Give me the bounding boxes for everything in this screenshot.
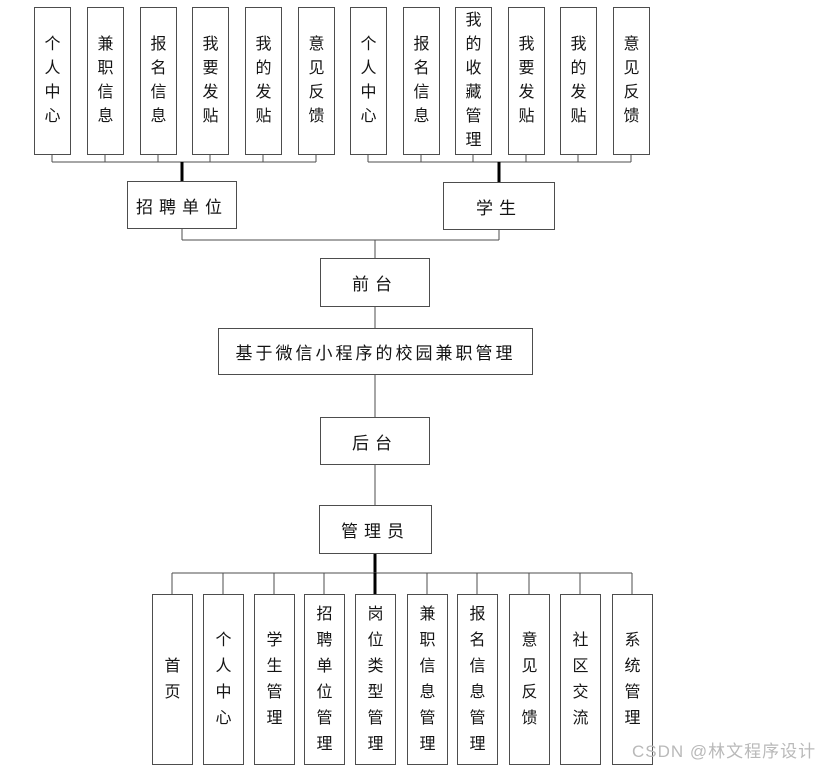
recruiter-signup-info: 报名信息 (140, 7, 177, 155)
csdn-watermark: CSDN @林文程序设计 (632, 742, 817, 761)
admin-recruiter-management: 招聘单位管理 (304, 594, 345, 765)
admin-personal-center: 个人中心 (203, 594, 244, 765)
recruiter-feedback: 意见反馈 (298, 7, 335, 155)
student-personal-center-label: 个人中心 (360, 36, 377, 125)
recruiter-my-posts-label: 我的发贴 (255, 36, 272, 125)
student-favorites-management-label: 我的收藏管理 (465, 12, 482, 149)
recruiter-personal-center-label: 个人中心 (44, 36, 61, 125)
recruiter-personal-center: 个人中心 (34, 7, 71, 155)
admin-student-management-label: 学生管理 (266, 631, 283, 727)
node-back-desk: 后台 (320, 417, 430, 465)
student-signup-info: 报名信息 (403, 7, 440, 155)
student-feedback: 意见反馈 (613, 7, 650, 155)
admin-feedback-label: 意见反馈 (521, 631, 538, 727)
admin-personal-center-label: 个人中心 (215, 631, 232, 727)
node-admin: 管理员 (319, 505, 432, 554)
admin-home: 首页 (152, 594, 193, 765)
student-signup-info-label: 报名信息 (413, 36, 430, 125)
admin-community: 社区交流 (560, 594, 601, 765)
admin-student-management: 学生管理 (254, 594, 295, 765)
admin-system-management-label: 系统管理 (624, 631, 641, 727)
student-my-posts-label: 我的发贴 (570, 36, 587, 125)
node-recruiter: 招聘单位 (127, 181, 237, 229)
student-favorites-management: 我的收藏管理 (455, 7, 492, 155)
admin-parttime-info-management: 兼职信息管理 (407, 594, 448, 765)
admin-parttime-info-management-label: 兼职信息管理 (419, 605, 436, 753)
admin-job-type-management: 岗位类型管理 (355, 594, 396, 765)
recruiter-parttime-info: 兼职信息 (87, 7, 124, 155)
student-my-posts: 我的发贴 (560, 7, 597, 155)
recruiter-my-posts: 我的发贴 (245, 7, 282, 155)
student-personal-center: 个人中心 (350, 7, 387, 155)
recruiter-signup-info-label: 报名信息 (150, 36, 167, 125)
node-student: 学生 (443, 182, 555, 230)
admin-community-label: 社区交流 (572, 631, 589, 727)
student-post-new: 我要发贴 (508, 7, 545, 155)
node-system-title: 基于微信小程序的校园兼职管理 (218, 328, 533, 375)
admin-home-label: 首页 (164, 657, 181, 701)
admin-recruiter-management-label: 招聘单位管理 (316, 605, 333, 753)
recruiter-post-new-label: 我要发贴 (202, 36, 219, 125)
recruiter-parttime-info-label: 兼职信息 (97, 36, 114, 125)
student-post-new-label: 我要发贴 (518, 36, 535, 125)
student-feedback-label: 意见反馈 (623, 36, 640, 125)
admin-system-management: 系统管理 (612, 594, 653, 765)
admin-signup-info-management-label: 报名信息管理 (469, 605, 486, 753)
admin-feedback: 意见反馈 (509, 594, 550, 765)
recruiter-post-new: 我要发贴 (192, 7, 229, 155)
node-front-desk: 前台 (320, 258, 430, 307)
admin-signup-info-management: 报名信息管理 (457, 594, 498, 765)
admin-job-type-management-label: 岗位类型管理 (367, 605, 384, 753)
recruiter-feedback-label: 意见反馈 (308, 36, 325, 125)
